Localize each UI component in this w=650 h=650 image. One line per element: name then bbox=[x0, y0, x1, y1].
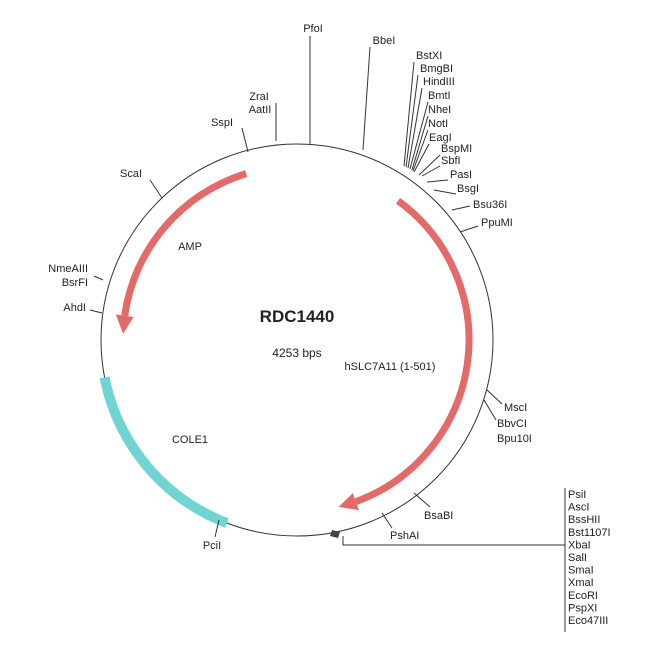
mcs-site-label: XbaI bbox=[568, 539, 591, 551]
cole1-feature bbox=[99, 376, 229, 528]
site-ahdi: AhdI bbox=[63, 302, 86, 314]
site-label: EagI bbox=[429, 132, 452, 144]
mcs-site-label: PspXI bbox=[568, 602, 597, 614]
mcs-site-label: BssHII bbox=[568, 514, 600, 526]
amp-arrowhead bbox=[115, 314, 134, 334]
site-ticks bbox=[89, 36, 566, 632]
site-bsabi: BsaBI bbox=[424, 510, 453, 522]
site-label: HindIII bbox=[423, 76, 455, 88]
mcs-site-label: AscI bbox=[568, 502, 589, 514]
mcs-site-label: EcoRI bbox=[568, 590, 598, 602]
amp-arrow bbox=[121, 170, 248, 317]
mcs-site-label: Bst1107I bbox=[568, 527, 611, 539]
site-scai: ScaI bbox=[120, 168, 142, 180]
gene-label: hSLC7A11 (1-501) bbox=[345, 361, 436, 373]
site-pshai: PshAI bbox=[390, 530, 419, 542]
site-bsrfi: BsrFI bbox=[62, 277, 88, 289]
site-nmeaiii: NmeAIII bbox=[48, 263, 88, 275]
mcs-site-label: Eco47III bbox=[568, 615, 608, 627]
site-bbvci: BbvCI bbox=[497, 418, 527, 430]
site-sspi: SspI bbox=[211, 117, 233, 129]
site-label: BspMI bbox=[441, 143, 472, 155]
mcs-site-label: SalI bbox=[568, 552, 587, 564]
site-label: BsgI bbox=[457, 183, 479, 195]
gene-arrow bbox=[354, 198, 473, 505]
site-bpu10i: Bpu10I bbox=[497, 433, 532, 445]
amp-label: AMP bbox=[178, 241, 202, 253]
site-pcii: PciI bbox=[203, 540, 221, 552]
site-zrai: ZraI bbox=[249, 91, 269, 103]
mcs-hatch bbox=[330, 530, 340, 538]
site-label: NheI bbox=[428, 104, 451, 116]
site-bbei: BbeI bbox=[373, 35, 396, 47]
site-pfoi: PfoI bbox=[303, 23, 323, 35]
site-label: PasI bbox=[450, 169, 472, 181]
mcs-labels: PsiIAscIBssHIIBst1107IXbaISalISmaIXmaIEc… bbox=[568, 489, 611, 627]
plasmid-name: RDC1440 bbox=[260, 307, 335, 326]
ori-label: COLE1 bbox=[172, 434, 208, 446]
site-label: PpuMI bbox=[481, 217, 513, 229]
plasmid-size: 4253 bps bbox=[272, 346, 321, 360]
site-label: NotI bbox=[428, 118, 448, 130]
site-label: SbfI bbox=[441, 155, 461, 167]
cluster-top-labels: BstXI BmgBI HindIII BmtI NheI NotI EagI … bbox=[416, 50, 513, 229]
site-label: BmgBI bbox=[420, 63, 453, 75]
site-aatii: AatII bbox=[249, 104, 272, 116]
site-label: BstXI bbox=[416, 50, 442, 62]
mcs-site-label: SmaI bbox=[568, 565, 594, 577]
site-label: BmtI bbox=[428, 90, 451, 102]
site-label: Bsu36I bbox=[473, 199, 507, 211]
mcs-site-label: XmaI bbox=[568, 577, 594, 589]
gene-arrowhead bbox=[338, 493, 359, 511]
backbone-circle bbox=[100, 143, 494, 537]
mcs-site-label: PsiI bbox=[568, 489, 586, 501]
site-msci: MscI bbox=[504, 402, 527, 414]
